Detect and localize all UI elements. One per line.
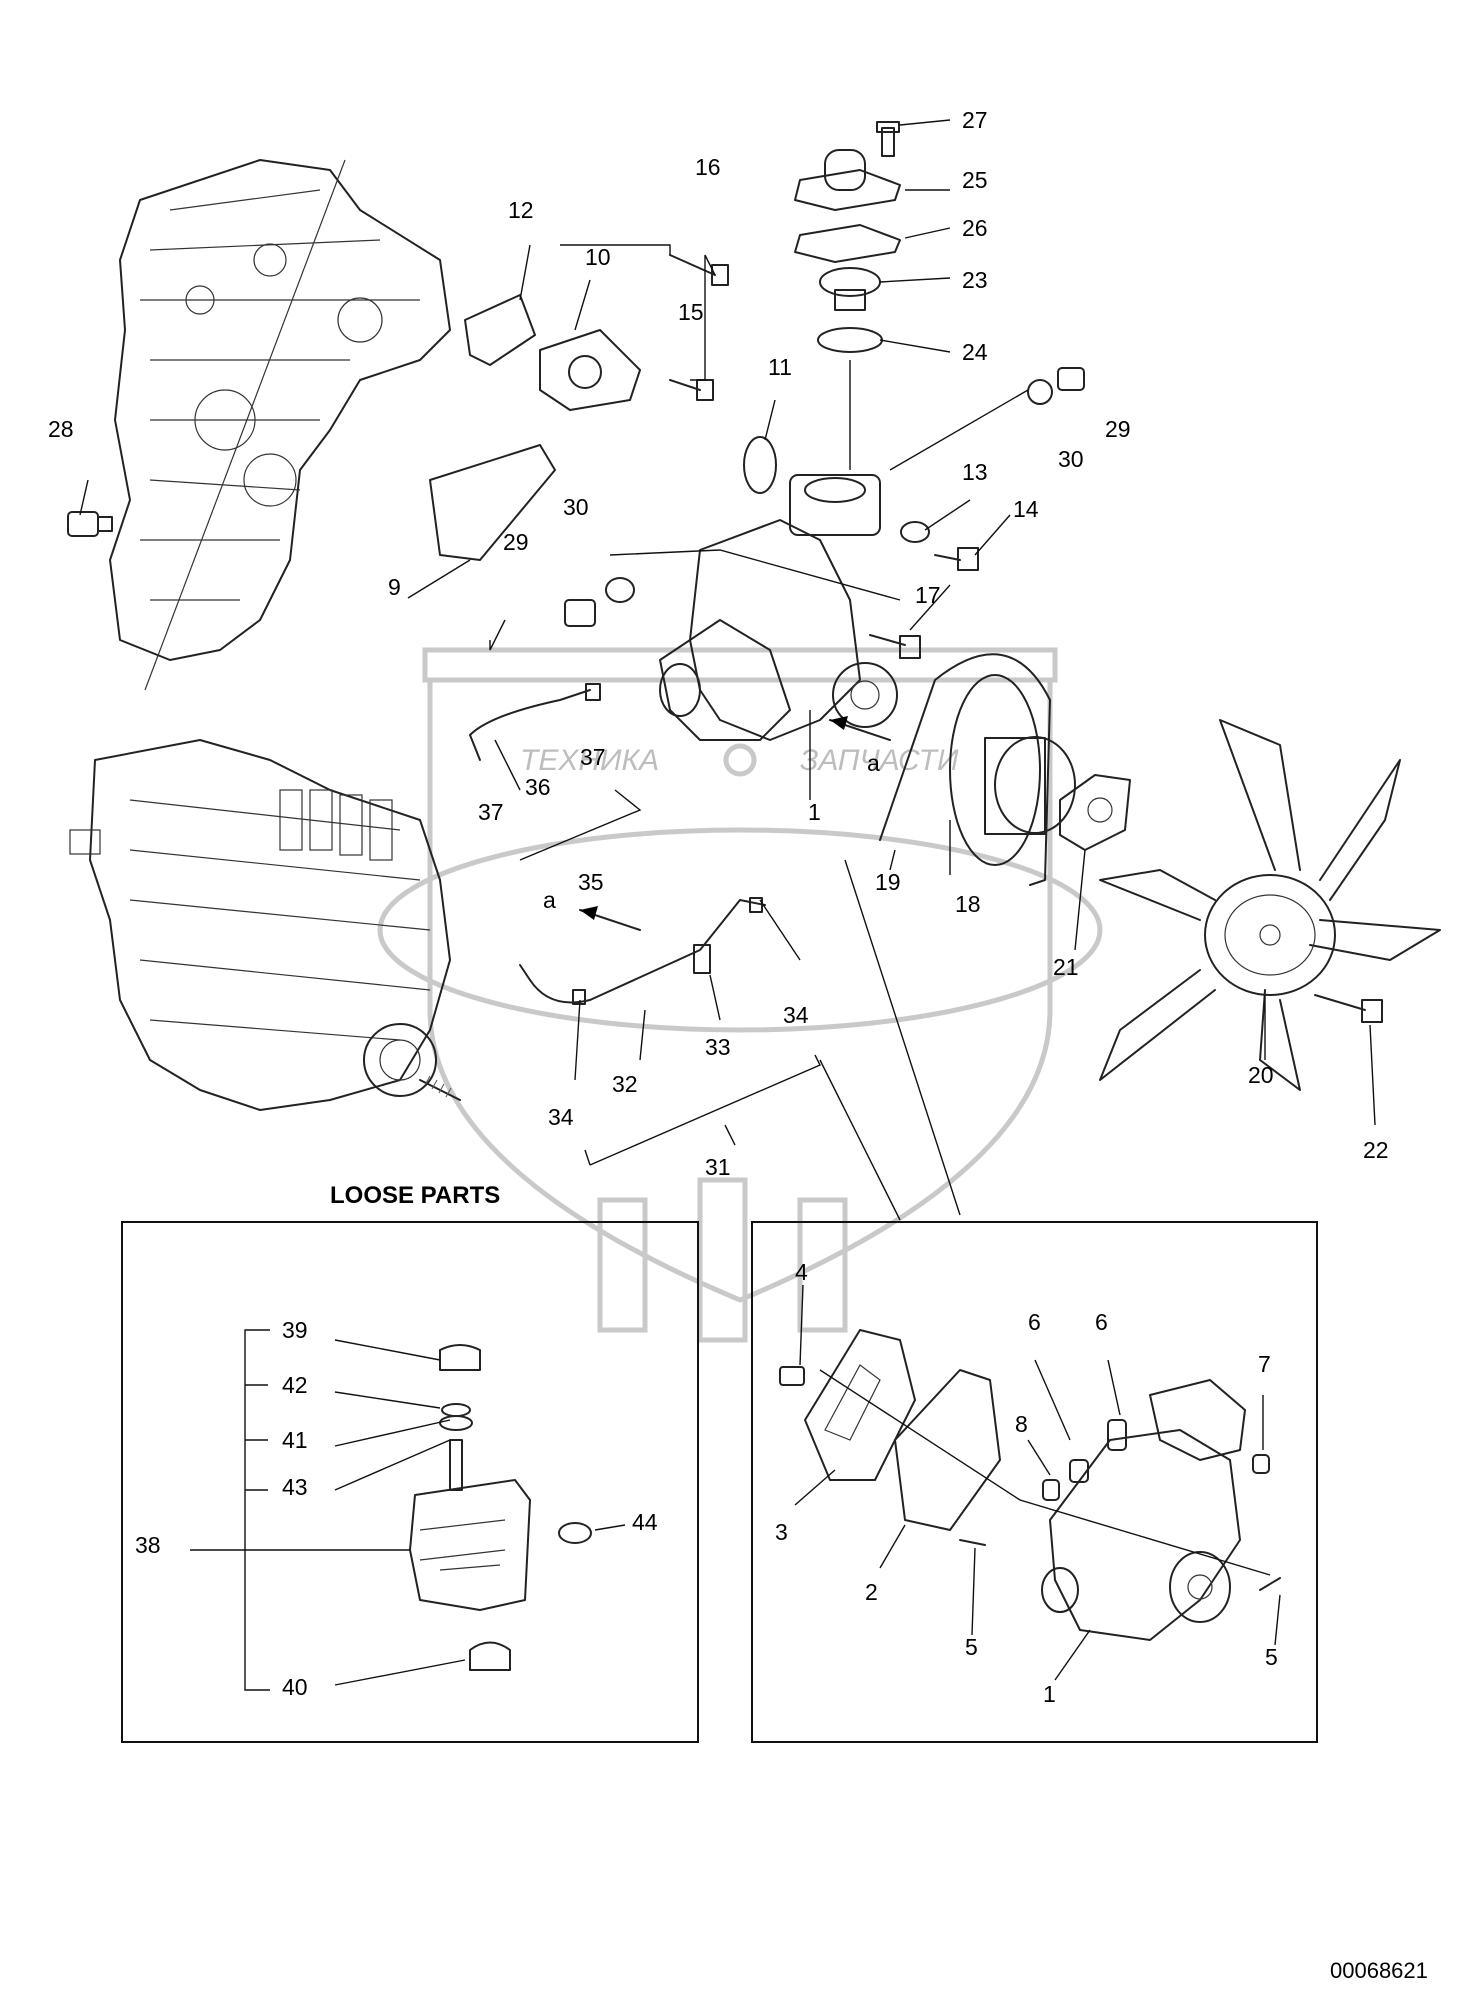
callout-5-right: 5 — [1265, 1644, 1278, 1670]
arrow-label-a-lower: a — [543, 887, 556, 913]
callout-labels: 27 25 26 23 24 16 12 10 15 11 29 30 28 1… — [48, 107, 1389, 1707]
fan-20-illustration — [1099, 719, 1441, 1091]
engine-block-illustration — [109, 159, 451, 691]
callout-6-left: 6 — [1028, 1309, 1041, 1335]
water-pump-detail-illustration — [779, 1329, 1281, 1641]
spacer-21-illustration — [1059, 774, 1131, 851]
bolts-13-14-17-illustration — [869, 521, 979, 659]
callout-5-left: 5 — [965, 1634, 978, 1660]
bolt-22-illustration — [1314, 994, 1383, 1023]
callout-41: 41 — [282, 1427, 308, 1453]
reference-code: 00068621 — [1330, 1958, 1428, 1983]
callout-38: 38 — [135, 1532, 161, 1558]
water-pump-detail-leaders — [794, 1284, 1281, 1681]
arrow-label-a-upper: a — [867, 750, 880, 776]
callout-4: 4 — [795, 1259, 808, 1285]
callout-8: 8 — [1015, 1411, 1028, 1437]
callout-14: 14 — [1013, 496, 1039, 522]
callout-21: 21 — [1053, 954, 1079, 980]
callout-39: 39 — [282, 1317, 308, 1343]
callout-2: 2 — [865, 1579, 878, 1605]
callout-23: 23 — [962, 267, 988, 293]
callout-22: 22 — [1363, 1137, 1389, 1163]
callout-20: 20 — [1248, 1062, 1274, 1088]
bolts-15-16-illustration — [669, 254, 729, 401]
callout-19: 19 — [875, 869, 901, 895]
watermark-text-right: ЗАПЧАСТИ — [800, 744, 959, 777]
hose-35-illustration — [469, 683, 601, 761]
o-ring-11-illustration — [743, 436, 777, 494]
callout-35: 35 — [578, 869, 604, 895]
thermostat-stack-illustration — [794, 121, 901, 353]
thermostat-housing-10-illustration — [464, 294, 641, 411]
pipe-31-illustration — [519, 897, 766, 1005]
watermark-logo: ТЕХНИКА ЗАПЧАСТИ — [377, 647, 1103, 1343]
callout-36: 36 — [525, 774, 551, 800]
callout-34-left: 34 — [548, 1104, 574, 1130]
callout-7: 7 — [1258, 1351, 1271, 1377]
callout-33: 33 — [705, 1034, 731, 1060]
loose-parts-title: LOOSE PARTS — [330, 1182, 500, 1209]
callout-18: 18 — [955, 891, 981, 917]
callout-29-left: 29 — [503, 529, 529, 555]
callout-34-right: 34 — [783, 1002, 809, 1028]
callout-27: 27 — [962, 107, 988, 133]
loose-parts-leaders — [190, 1329, 626, 1691]
callout-44: 44 — [632, 1509, 658, 1535]
gasket-9-illustration — [429, 444, 556, 561]
injection-pump-illustration — [69, 739, 461, 1111]
callout-40: 40 — [282, 1674, 308, 1700]
reservoir-tank-illustration — [409, 1344, 592, 1671]
water-pump-main-illustration — [659, 474, 898, 741]
plug-29-right-illustration — [1027, 367, 1085, 405]
pulley-18-belt-19-illustration — [879, 653, 1076, 886]
callout-16: 16 — [695, 154, 721, 180]
arrow-a-markers — [579, 716, 891, 931]
callout-30-left: 30 — [563, 494, 589, 520]
callout-26: 26 — [962, 215, 988, 241]
callout-43: 43 — [282, 1474, 308, 1500]
callout-9: 9 — [388, 574, 401, 600]
callout-37-upper: 37 — [580, 744, 606, 770]
callout-28: 28 — [48, 416, 74, 442]
callout-31: 31 — [705, 1154, 731, 1180]
callout-30-right: 30 — [1058, 446, 1084, 472]
callout-17: 17 — [915, 582, 941, 608]
drain-plug-28-illustration — [67, 511, 113, 537]
callout-13: 13 — [962, 459, 988, 485]
callout-11: 11 — [768, 354, 792, 380]
callout-15: 15 — [678, 299, 704, 325]
callout-6-right: 6 — [1095, 1309, 1108, 1335]
callout-42: 42 — [282, 1372, 308, 1398]
callout-1-main: 1 — [808, 799, 821, 825]
plug-29-left-illustration — [564, 577, 635, 627]
loose-parts-box — [121, 1221, 699, 1743]
leader-lines-main — [79, 119, 1376, 1221]
callout-29-right: 29 — [1105, 416, 1131, 442]
callout-12: 12 — [508, 197, 534, 223]
callout-1-detail: 1 — [1043, 1681, 1056, 1707]
water-pump-detail-box — [751, 1221, 1318, 1743]
callout-25: 25 — [962, 167, 988, 193]
callout-32: 32 — [612, 1071, 638, 1097]
callout-37-lower: 37 — [478, 799, 504, 825]
callout-24: 24 — [962, 339, 988, 365]
callout-3: 3 — [775, 1519, 788, 1545]
watermark-text-left: ТЕХНИКА — [520, 744, 659, 777]
callout-10: 10 — [585, 244, 611, 270]
